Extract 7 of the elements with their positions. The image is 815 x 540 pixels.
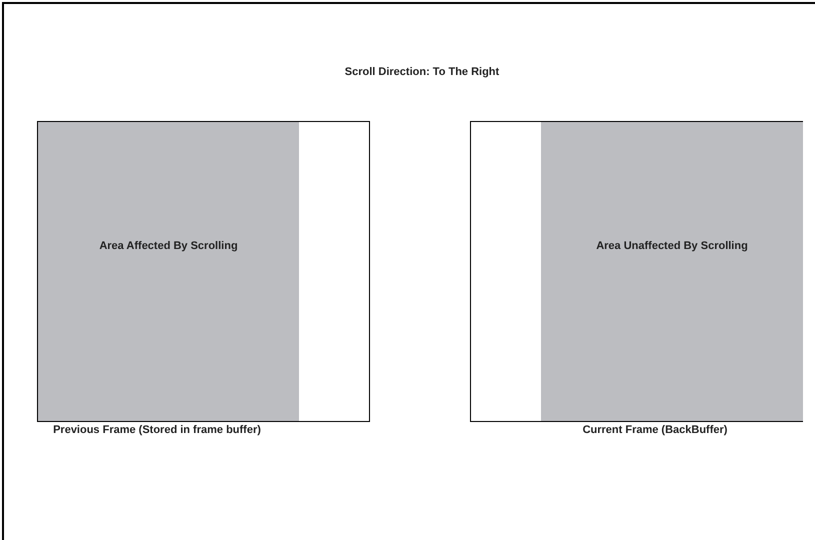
area-label: Area Unaffected By Scrolling bbox=[595, 239, 749, 253]
frame-caption: Previous Frame (Stored in frame buffer) bbox=[52, 425, 262, 436]
scroll-area bbox=[38, 122, 299, 421]
scroll-area bbox=[541, 122, 803, 421]
diagram-title: Scroll Direction: To The Right bbox=[344, 66, 500, 78]
area-label: Area Affected By Scrolling bbox=[98, 239, 239, 253]
frame-caption: Current Frame (BackBuffer) bbox=[582, 425, 728, 436]
